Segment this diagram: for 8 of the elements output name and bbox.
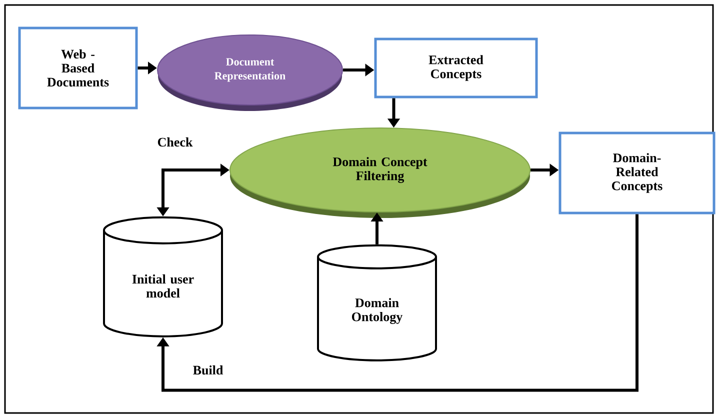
edge-label: Build	[192, 364, 224, 376]
process-box: Web - Based Documents	[18, 26, 138, 110]
process-box: Domain- Related Concepts	[558, 132, 716, 214]
database-cylinder: Domain Ontology	[317, 244, 437, 362]
edge-label: Check	[156, 136, 194, 148]
database-cylinder: Initial user model	[103, 216, 223, 338]
process-box: Extracted Concepts	[374, 38, 538, 98]
arrow	[156, 214, 638, 392]
